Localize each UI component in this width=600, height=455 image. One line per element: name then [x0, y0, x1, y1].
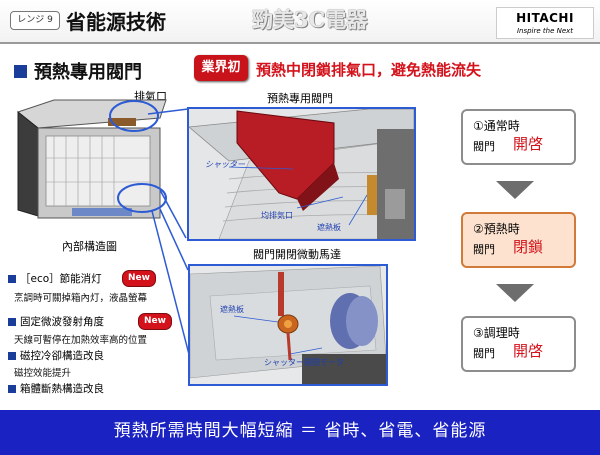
feature-detail: 烹調時可關掉箱內灯，液晶螢幕 [14, 293, 148, 304]
feature-fixed-angle: 固定微波發射角度 [8, 314, 104, 329]
page-title: 省能源技術 [66, 10, 166, 34]
state-title: ②預熱時 [473, 222, 520, 236]
bullet-square-icon [8, 318, 16, 326]
feature-detail: 磁控效能提升 [14, 368, 72, 379]
oven-illustration [16, 99, 167, 219]
feature-detail: 天線可暫停在加熱效率高的位置 [14, 335, 148, 346]
heat-shield-annotation: 遮熱板 [317, 223, 341, 232]
state-value: 閉鎖 [513, 238, 544, 256]
hitachi-logo: HITACHI Inspire the Next [496, 7, 594, 39]
bottom-panel-title: 閥門開閉微動馬達 [253, 248, 341, 261]
heat-shield-annotation-2: 遮熱板 [220, 305, 244, 314]
brand-name: HITACHI [516, 11, 574, 25]
state-door-label: 閥門 [473, 243, 495, 256]
store-watermark: 勁美3C電器 [252, 7, 368, 32]
feature-label: 磁控冷卻構造改良 [20, 350, 104, 362]
bullet-square-icon [14, 65, 27, 78]
section-headline: 預熱中閉鎖排氣口，避免熱能流失 [256, 61, 482, 79]
feature-insulation: 箱體斷熱構造改良 [8, 381, 104, 396]
bullet-square-icon [8, 352, 16, 360]
feature-label: ［eco］節能消灯 [20, 273, 102, 285]
slide-tag: レンジ 9 [10, 11, 60, 30]
summary-banner: 預熱所需時間大幅短縮 ＝ 省時、省電、省能源 [0, 410, 600, 455]
brand-tagline: Inspire the Next [516, 27, 574, 35]
shutter-motor-annotation: シャッター開閉モータ [264, 358, 344, 367]
state-title: ③調理時 [473, 326, 520, 340]
down-arrow-icon [496, 284, 534, 302]
header-bar: レンジ 9 省能源技術 勁美3C電器 HITACHI Inspire the N… [0, 0, 600, 44]
feature-label: 固定微波發射角度 [20, 316, 104, 328]
state-door-label: 閥門 [473, 140, 495, 153]
feature-eco-light: ［eco］節能消灯 [8, 271, 102, 286]
state-preheat: ②預熱時 閥門 閉鎖 [461, 212, 576, 268]
section-subtitle: 預熱專用閥門 [34, 62, 142, 83]
new-badge: New [138, 313, 172, 330]
shutter-annotation: シャッター [205, 160, 245, 169]
state-door-label: 閥門 [473, 347, 495, 360]
state-value: 開啓 [513, 135, 544, 153]
feature-label: 箱體斷熱構造改良 [20, 383, 104, 395]
shutter-detail-panel: シャッター 均排気口 遮熱板 [187, 107, 416, 241]
state-cooking: ③調理時 閥門 開啓 [461, 316, 576, 372]
top-panel-title: 預熱專用閥門 [267, 92, 333, 105]
new-badge: New [122, 270, 156, 287]
exhaust-annotation: 均排気口 [261, 211, 293, 220]
state-value: 開啓 [513, 342, 544, 360]
motor-detail-panel: 遮熱板 シャッター開閉モータ [188, 264, 388, 386]
state-normal: ①通常時 閥門 開啓 [461, 109, 576, 165]
motor-detail-drawing [190, 266, 386, 384]
state-title: ①通常時 [473, 119, 520, 133]
down-arrow-icon [496, 181, 534, 199]
bullet-square-icon [8, 385, 16, 393]
bullet-square-icon [8, 275, 16, 283]
shutter-detail-drawing [189, 109, 414, 239]
internal-structure-label: 內部構造圖 [62, 240, 117, 253]
industry-first-badge: 業界初 [194, 55, 248, 81]
feature-magnetron-cooling: 磁控冷卻構造改良 [8, 348, 104, 363]
